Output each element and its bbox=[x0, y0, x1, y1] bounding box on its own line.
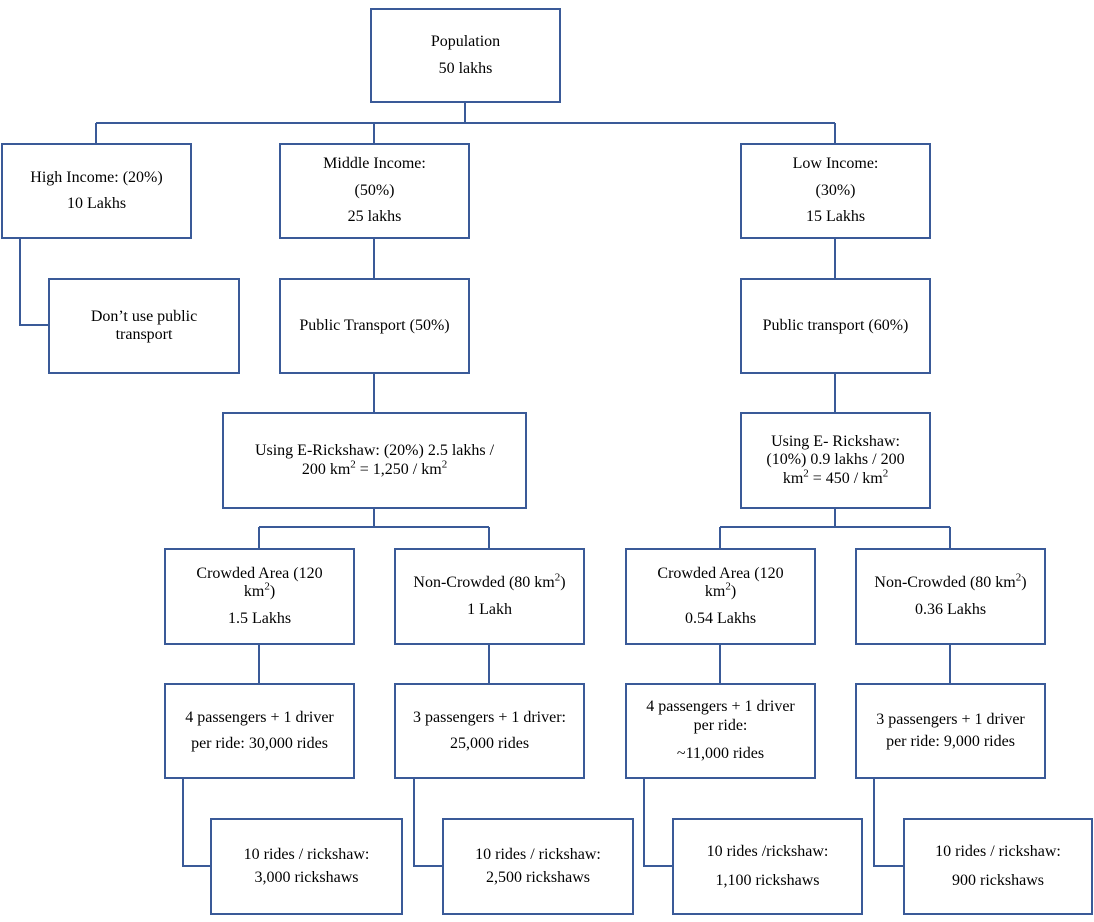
connector-middle-crowded-rides-to-rickshaws bbox=[182, 778, 210, 867]
node-low-e-rickshaw: Using E- Rickshaw: (10%) 0.9 lakhs / 200… bbox=[740, 412, 931, 509]
node-no-public-transport: Don’t use public transport bbox=[48, 278, 240, 374]
node-low-crowded-area: Crowded Area (120 km2) 0.54 Lakhs bbox=[625, 548, 816, 645]
middle-crowded-unit: km2) bbox=[243, 580, 276, 601]
connector-low-noncrowded-rides-to-rickshaws bbox=[873, 778, 903, 867]
connector-high-to-note bbox=[19, 238, 48, 326]
middle-noncrowded-title: Non-Crowded (80 km2) bbox=[413, 571, 566, 592]
low-noncrowded-title: Non-Crowded (80 km2) bbox=[874, 571, 1027, 592]
node-middle-noncrowded-rides: 3 passengers + 1 driver: 25,000 rides bbox=[394, 683, 585, 779]
node-high-income: High Income: (20%) 10 Lakhs bbox=[1, 143, 192, 239]
node-middle-income: Middle Income: (50%) 25 lakhs bbox=[279, 143, 470, 239]
node-middle-crowded-rickshaws: 10 rides / rickshaw: 3,000 rickshaws bbox=[210, 818, 403, 915]
node-low-crowded-rickshaws: 10 rides /rickshaw: 1,100 rickshaws bbox=[672, 818, 863, 915]
node-middle-non-crowded: Non-Crowded (80 km2) 1 Lakh bbox=[394, 548, 585, 645]
node-population: Population 50 lakhs bbox=[370, 8, 561, 103]
node-low-noncrowded-rickshaws: 10 rides / rickshaw: 900 rickshaws bbox=[903, 818, 1093, 915]
node-low-noncrowded-rides: 3 passengers + 1 driver per ride: 9,000 … bbox=[855, 683, 1046, 779]
node-middle-public-transport: Public Transport (50%) bbox=[279, 278, 470, 374]
low-crowded-unit: km2) bbox=[704, 580, 737, 601]
node-low-income: Low Income: (30%) 15 Lakhs bbox=[740, 143, 931, 239]
node-middle-e-rickshaw: Using E-Rickshaw: (20%) 2.5 lakhs / 200 … bbox=[222, 412, 527, 509]
connector-low-erick-to-areas bbox=[719, 508, 951, 548]
connector-root-to-income bbox=[95, 102, 836, 143]
node-low-public-transport: Public transport (60%) bbox=[740, 278, 931, 374]
connector-low-crowded-rides-to-rickshaws bbox=[643, 778, 672, 867]
node-middle-crowded-area: Crowded Area (120 km2) 1.5 Lakhs bbox=[164, 548, 355, 645]
node-low-crowded-rides: 4 passengers + 1 driver per ride: ~11,00… bbox=[625, 683, 816, 779]
node-middle-crowded-rides: 4 passengers + 1 driver per ride: 30,000… bbox=[164, 683, 355, 779]
connector-middle-erick-to-areas bbox=[258, 508, 490, 548]
low-erick-density: km2 = 450 / km2 bbox=[782, 467, 889, 487]
middle-erick-density: 200 km2 = 1,250 / km2 bbox=[301, 458, 448, 478]
node-middle-noncrowded-rickshaws: 10 rides / rickshaw: 2,500 rickshaws bbox=[442, 818, 634, 915]
node-low-non-crowded: Non-Crowded (80 km2) 0.36 Lakhs bbox=[855, 548, 1046, 645]
connector-middle-noncrowded-rides-to-rickshaws bbox=[413, 778, 442, 867]
